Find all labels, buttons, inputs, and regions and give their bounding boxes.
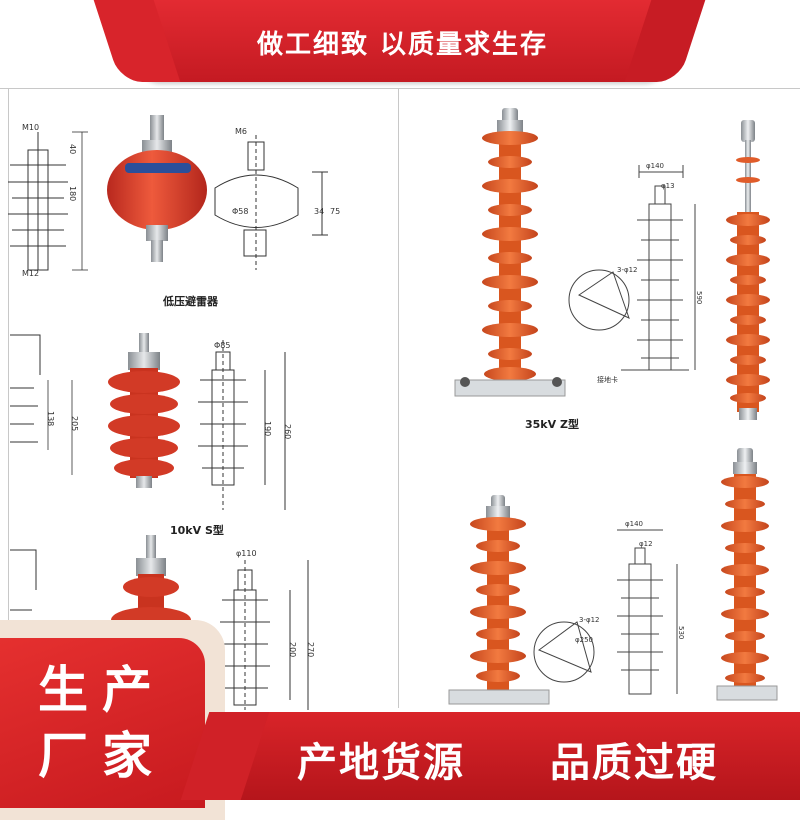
- product-s-type-arrester: [108, 333, 180, 488]
- label-590: 590: [695, 291, 703, 304]
- product-arrester-right-top: [726, 120, 770, 420]
- product-z-type-arrester-large: [454, 108, 566, 397]
- label-phi110: φ110: [236, 549, 257, 558]
- label-phi140-b: φ140: [625, 520, 643, 528]
- label-190: 190: [263, 421, 272, 436]
- drawing-s-type: [198, 340, 286, 510]
- label-phi12: φ12: [639, 540, 653, 548]
- label-phi85: Φ85: [214, 341, 230, 350]
- label-138: 138: [46, 411, 55, 426]
- label-75: 75: [330, 207, 340, 216]
- caption-z-type: 35kV Z型: [525, 418, 579, 431]
- bottom-bar: 产地货源 品质过硬: [225, 712, 800, 800]
- bottom-text-right: 品质过硬: [550, 740, 718, 786]
- product-arrester-bottom-right: [716, 448, 778, 701]
- left-border: [8, 88, 9, 708]
- label-260: 260: [283, 424, 292, 439]
- label-holes-b: 3-φ12: [579, 616, 600, 624]
- label-holes: 3-φ12: [617, 266, 638, 274]
- label-m10: M10: [22, 123, 39, 132]
- label-180: 180: [68, 186, 77, 201]
- drawing-z-type: [568, 165, 696, 371]
- badge-line-2: 厂家: [38, 727, 166, 785]
- label-phi13: φ13: [661, 182, 675, 190]
- badge-line-1: 生产: [38, 661, 166, 719]
- caption-low-voltage: 低压避雷器: [163, 295, 218, 308]
- drawing-arrester-2: [10, 334, 73, 475]
- label-200: 200: [288, 642, 297, 657]
- left-panel-illustrations: M10 M12 40 180 M6 Φ58 34 75 138 205: [8, 115, 340, 710]
- caption-s-type: 10kV S型: [170, 524, 224, 537]
- center-divider: [398, 88, 399, 708]
- drawing-low-voltage: [214, 135, 328, 270]
- top-divider: [0, 88, 800, 89]
- label-phi140: φ140: [646, 162, 664, 170]
- label-205: 205: [70, 416, 79, 431]
- banner-title: 做工细致 以质量求生存: [256, 30, 549, 60]
- label-phi250: φ250: [575, 636, 593, 644]
- top-banner: 做工细致 以质量求生存: [135, 0, 670, 82]
- label-phi58: Φ58: [232, 207, 248, 216]
- label-base: 接地卡: [597, 375, 618, 384]
- label-34: 34: [314, 207, 324, 216]
- right-panel-illustrations: φ140 φ13 590 3-φ12 接地卡: [448, 108, 778, 705]
- bottom-text-left: 产地货源: [297, 740, 465, 786]
- label-530: 530: [677, 626, 685, 639]
- label-270: 270: [306, 642, 315, 657]
- manufacturer-badge: 生产 厂家: [0, 638, 205, 808]
- label-m6: M6: [235, 127, 247, 136]
- label-m12: M12: [22, 269, 39, 278]
- drawing-arrester-1: [8, 131, 88, 271]
- drawing-arrester-bottom: [533, 529, 678, 695]
- product-arrester-bottom-left: [448, 495, 550, 705]
- drawing-arrester-3: [220, 560, 309, 710]
- drawing-arrester-4: [10, 549, 37, 661]
- product-low-voltage-arrester: [107, 115, 207, 262]
- label-40: 40: [68, 144, 77, 154]
